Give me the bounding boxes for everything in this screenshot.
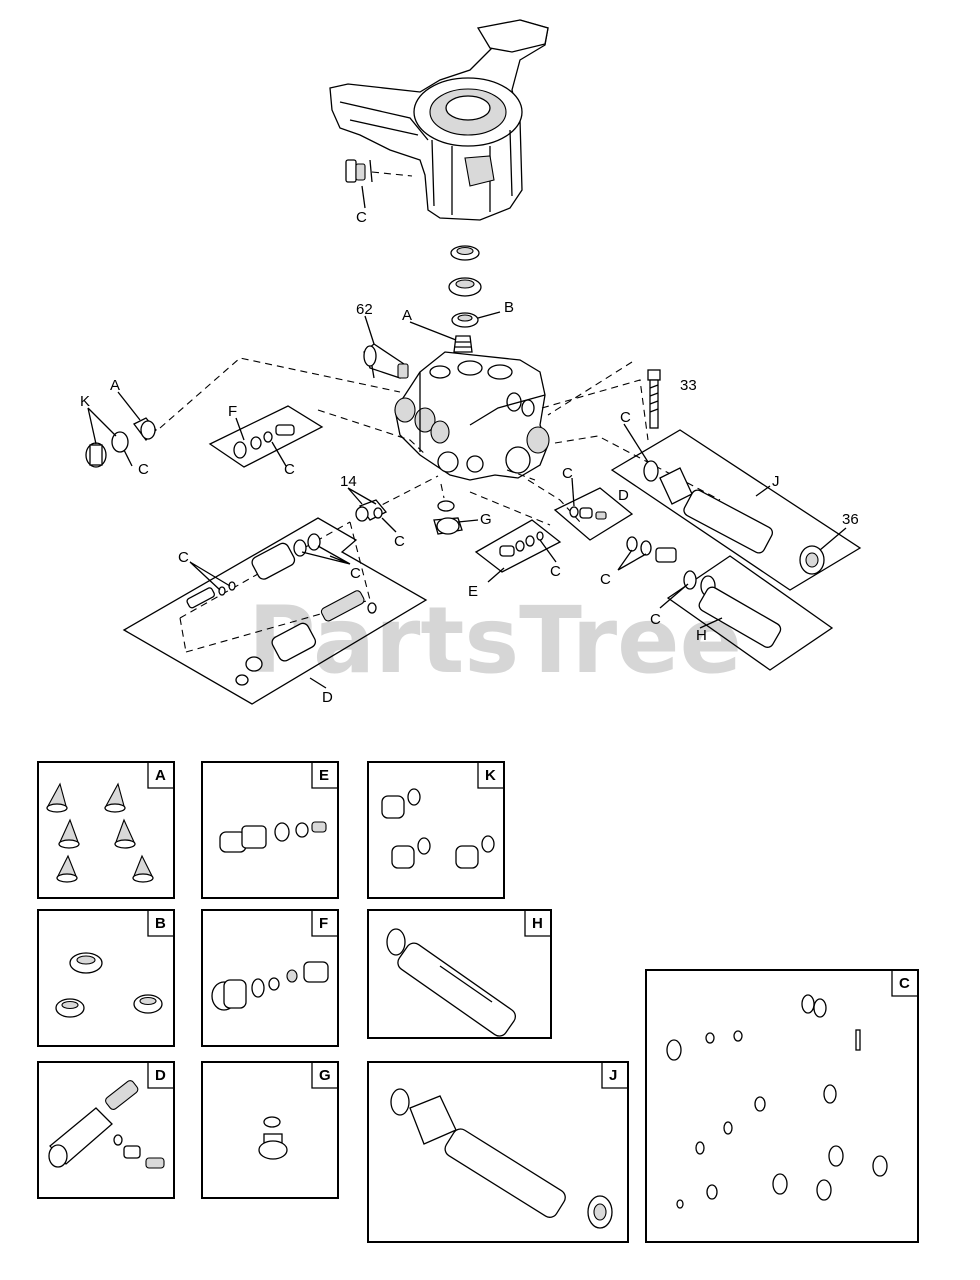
callout-d-bottom: D [322, 689, 333, 706]
valve-a-left[interactable] [133, 417, 157, 441]
kit-box-a-label: A [155, 767, 166, 784]
callout-36: 36 [842, 511, 859, 528]
kit-frame-h [666, 555, 834, 671]
callout-c-top: C [356, 209, 367, 226]
callout-j: J [772, 473, 780, 490]
plug-g[interactable] [433, 500, 463, 535]
kit-box-d-label: D [155, 1067, 166, 1084]
callout-c-e: C [550, 563, 561, 580]
kit-box-j-label: J [609, 1067, 617, 1084]
kit-box-h[interactable]: H [367, 909, 552, 1039]
check-valve-icons [211, 961, 329, 1011]
callout-c-h-top: C [600, 571, 611, 588]
callout-f: F [228, 403, 237, 420]
callout-33: 33 [680, 377, 697, 394]
kit-frame-d-bottom [122, 517, 428, 705]
part-14[interactable] [355, 499, 388, 522]
callout-h: H [696, 627, 707, 644]
callout-d-mid: D [618, 487, 629, 504]
watermark: PartsTree [248, 587, 742, 694]
kit-box-c-label: C [899, 975, 910, 992]
callout-c-14: C [394, 533, 405, 550]
kit-frame-j [610, 429, 862, 591]
seal-stack-b[interactable] [448, 245, 482, 328]
seal-icons [55, 952, 163, 1018]
kit-box-e-label: E [319, 767, 329, 784]
callout-c-left: C [138, 461, 149, 478]
o-rings-c-h[interactable] [626, 536, 677, 563]
plug-icons [381, 788, 495, 869]
callout-k: K [80, 393, 90, 410]
callout-a-left: A [110, 377, 120, 394]
kit-box-d[interactable]: D [37, 1061, 175, 1199]
kit-box-f[interactable]: F [201, 909, 339, 1047]
bolt-33[interactable] [647, 369, 661, 429]
callout-c-d-mid: C [562, 465, 573, 482]
kit-box-b[interactable]: B [37, 909, 175, 1047]
kit-frame-f [208, 405, 324, 468]
seal-c-top[interactable] [345, 159, 413, 183]
valve-icons [46, 782, 154, 883]
unloader-icon [48, 1080, 165, 1169]
o-ring-icons [666, 994, 888, 1209]
kit-box-b-label: B [155, 915, 166, 932]
pump-housing[interactable] [329, 19, 549, 221]
callout-a-top: A [402, 307, 412, 324]
kit-box-g-label: G [319, 1067, 331, 1084]
callout-62: 62 [356, 301, 373, 318]
pump-manifold[interactable] [394, 351, 550, 481]
kit-box-f-label: F [319, 915, 328, 932]
callout-labels: C B A 62 33 A K C F C 14 C G C D C E C J… [80, 209, 859, 706]
callout-c-j: C [620, 409, 631, 426]
part-62-unloader[interactable] [363, 343, 409, 379]
kit-box-k[interactable]: K [367, 761, 505, 899]
outlet-tube-icon [390, 1088, 613, 1229]
kit-box-g[interactable]: G [201, 1061, 339, 1199]
callout-c-h: C [650, 611, 661, 628]
callout-g: G [480, 511, 492, 528]
leader-lines [87, 185, 847, 689]
kit-box-c[interactable]: C [645, 969, 919, 1243]
valve-a-top[interactable] [453, 335, 473, 353]
kit-frame-e [474, 519, 562, 573]
kit-box-h-label: H [532, 915, 543, 932]
drain-plug-icon [258, 1116, 288, 1160]
callout-c-d1: C [178, 549, 189, 566]
kit-frame-d-mid [553, 487, 634, 541]
kit-box-j[interactable]: J [367, 1061, 629, 1243]
callout-e: E [468, 583, 478, 600]
kit-box-e[interactable]: E [201, 761, 339, 899]
callout-b: B [504, 299, 514, 316]
inlet-tube-icon [386, 928, 516, 1037]
kit-box-k-label: K [485, 767, 496, 784]
callout-14: 14 [340, 473, 357, 490]
callout-c-f: C [284, 461, 295, 478]
fitting-icons [219, 821, 327, 853]
kit-box-a[interactable]: A [37, 761, 175, 899]
plug-k[interactable] [85, 431, 129, 468]
callout-c-d2: C [350, 565, 361, 582]
